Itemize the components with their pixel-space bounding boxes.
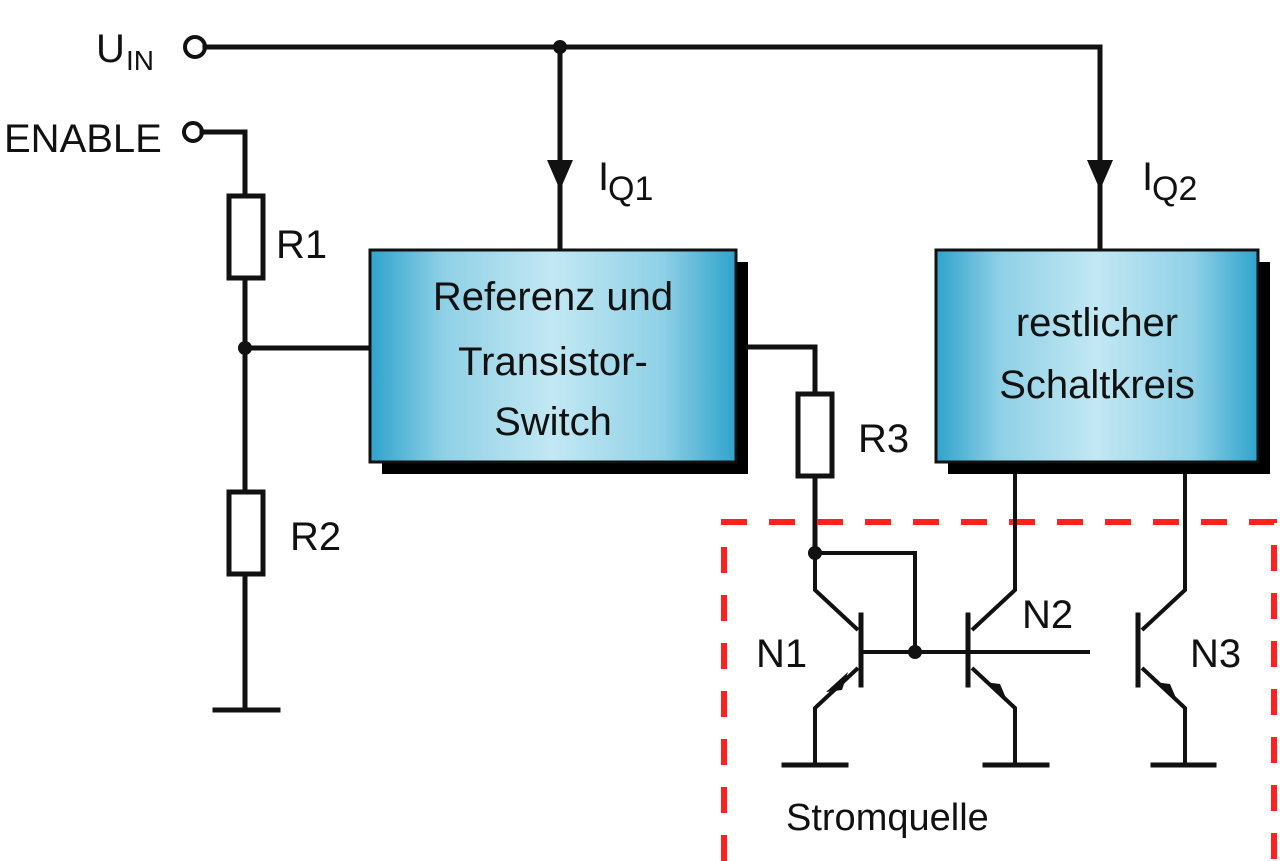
enable-terminal-circle (182, 121, 204, 143)
block-body (368, 248, 738, 464)
block-reference-line2: Transistor- (458, 340, 648, 384)
n3-collector (1140, 474, 1187, 632)
n1-label: N1 (756, 632, 807, 676)
block-rest-line1: restlicher (1016, 301, 1178, 345)
block-rest-line2: Schaltkreis (999, 363, 1195, 407)
resistor-r3 (795, 391, 835, 479)
n2-emitter-arrow-icon (984, 682, 1006, 698)
iq1-label-sub: Q1 (608, 170, 653, 208)
n1-collector (813, 553, 860, 632)
block-rest-circuit: restlicher Schaltkreis (934, 248, 1270, 474)
uin-terminal: U IN (96, 27, 207, 76)
iq2-arrow-icon (1087, 160, 1113, 190)
iq2-label-sub: Q2 (1152, 170, 1197, 208)
n3-label: N3 (1190, 632, 1241, 676)
block-reference-line3: Switch (494, 400, 612, 444)
n3-emitter (1140, 666, 1187, 765)
junction-dot (908, 645, 922, 659)
uin-terminal-circle (183, 35, 207, 59)
uin-rail-wire (202, 44, 1103, 163)
iq1-label: I (598, 155, 609, 199)
block-body (934, 248, 1260, 464)
n1-collector-base-link (815, 551, 917, 652)
uin-label-sub: IN (126, 45, 154, 76)
n2-collector (970, 474, 1017, 632)
iq1-arrow-icon (547, 160, 573, 190)
block-reference-switch: Referenz und Transistor- Switch (368, 248, 748, 474)
enable-label: ENABLE (4, 117, 162, 161)
n1-emitter-arrow-icon (826, 672, 848, 692)
n2-label: N2 (1022, 593, 1073, 637)
block-reference-line1: Referenz und (433, 275, 673, 319)
iq2-label: I (1142, 155, 1153, 199)
n2-emitter (970, 666, 1017, 765)
r1-label: R1 (276, 223, 327, 267)
uin-label: U (96, 27, 125, 71)
current-source-boundary (721, 519, 1277, 861)
resistor-r1 (226, 193, 266, 281)
current-source-label: Stromquelle (786, 797, 989, 839)
r2-label: R2 (290, 515, 341, 559)
n3-emitter-arrow-icon (1154, 682, 1176, 698)
r3-label: R3 (858, 417, 909, 461)
resistor-r2 (226, 489, 266, 577)
block-to-r3-wire (745, 344, 818, 553)
